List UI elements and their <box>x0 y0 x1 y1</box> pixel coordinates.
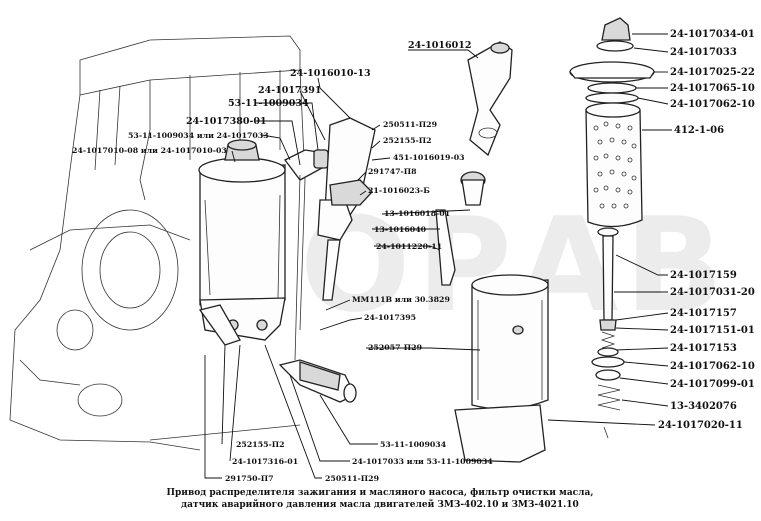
label-r01: 24-1017034-01 <box>670 29 755 40</box>
label-r07: 24-1017159 <box>670 270 737 281</box>
label-r08: 24-1017031-20 <box>670 287 755 298</box>
distributor-bracket <box>467 41 513 157</box>
drive-gear <box>460 171 486 206</box>
label-l02: 24-1016010-13 <box>290 68 371 79</box>
label-l23: 53-11-1009034 <box>380 440 447 449</box>
label-l20: 24-1017316-01 <box>232 457 298 466</box>
label-l10: 451-1016019-03 <box>393 153 465 162</box>
label-l24: 24-1017033 или 53-11-1009034 <box>352 457 493 466</box>
filter-perforations <box>593 121 637 209</box>
label-l14: 13-1016040 <box>374 225 427 234</box>
label-r04: 24-1017065-10 <box>670 83 755 94</box>
label-l16: ММ111В или 30.3829 <box>352 295 450 304</box>
label-r10: 24-1017151-01 <box>670 325 755 336</box>
label-l18: 252057-П29 <box>368 343 422 352</box>
label-r12: 24-1017062-10 <box>670 361 755 372</box>
leader-lines <box>204 33 672 479</box>
filter-element-stack <box>569 17 655 439</box>
label-r02: 24-1017033 <box>670 47 737 58</box>
right-oil-canister <box>454 274 549 463</box>
label-l08: 250511-П29 <box>383 120 437 129</box>
label-l19: 252155-П2 <box>236 440 285 449</box>
label-r14: 13-3402076 <box>670 401 737 412</box>
label-r15: 24-1017020-11 <box>658 420 743 431</box>
label-l06: 53-11-1009034 или 24-1017033 <box>128 131 269 140</box>
pump-drive-assembly <box>284 117 456 301</box>
label-l01: 24-1016012 <box>408 40 471 51</box>
label-r11: 24-1017153 <box>670 343 737 354</box>
label-l22: 250511-П29 <box>325 474 379 483</box>
figure-caption: Привод распределителя зажигания и маслян… <box>150 487 610 511</box>
caption-line-1: Привод распределителя зажигания и маслян… <box>166 488 594 498</box>
label-r03: 24-1017025-22 <box>670 67 755 78</box>
label-l09: 252155-П2 <box>383 136 432 145</box>
label-r13: 24-1017099-01 <box>670 379 755 390</box>
label-l04: 53-11-1009034 <box>228 98 309 109</box>
label-l07: 24-1017010-08 или 24-1017010-03 <box>72 146 227 155</box>
label-r09: 24-1017157 <box>670 308 737 319</box>
part-labels: 24-1016012 24-1016010-13 24-1017391 53-1… <box>72 40 493 483</box>
engine-block <box>9 35 306 451</box>
label-l11: 291747-П8 <box>368 167 417 176</box>
label-l12: 21-1016023-Б <box>368 186 430 195</box>
label-l05: 24-1017380-01 <box>186 116 267 127</box>
pressure-sensor-assembly <box>198 174 357 403</box>
label-l17: 24-1017395 <box>364 313 416 322</box>
label-r05: 24-1017062-10 <box>670 99 755 110</box>
label-l13: 13-1016018-01 <box>384 209 450 218</box>
label-l15: 24-1011220-11 <box>376 242 442 251</box>
caption-line-2: датчик аварийного давления масла двигате… <box>181 500 579 510</box>
label-l03: 24-1017391 <box>258 85 321 96</box>
label-r06: 412-1-06 <box>674 125 724 136</box>
right-column-labels: 24-1017034-01 24-1017033 24-1017025-22 2… <box>658 29 755 431</box>
label-l21: 291750-П7 <box>225 474 274 483</box>
